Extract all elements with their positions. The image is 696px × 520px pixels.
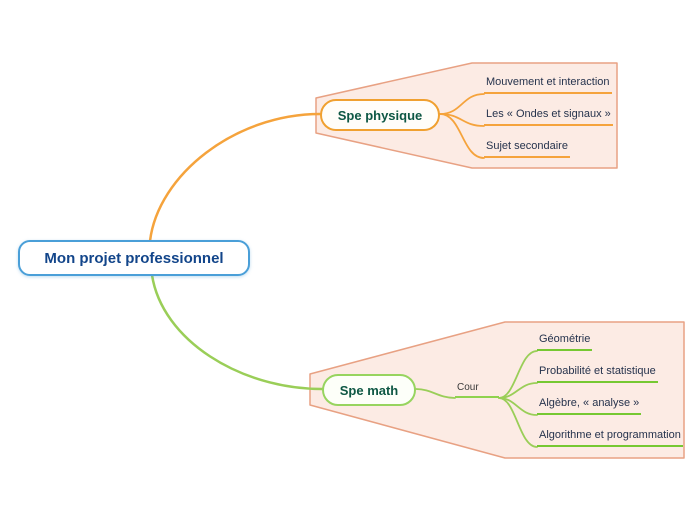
physique-boundary-shape [315,62,618,169]
leaf-label: Géométrie [539,333,591,345]
branch-node-spe-physique-label: Spe physique [337,107,423,123]
leaf-algebre-analyse[interactable]: Algèbre, « analyse » [537,396,642,415]
subtopic-cour[interactable]: Cour [455,382,499,398]
leaf-label: Algorithme et programmation [539,429,681,441]
leaf-ondes-et-signaux[interactable]: Les « Ondes et signaux » [484,107,613,126]
leaf-algorithme-et-programmation[interactable]: Algorithme et programmation [537,428,683,447]
branch-node-spe-math[interactable]: Spe math [322,374,416,406]
leaf-label: Probabilité et statistique [539,365,656,377]
leaf-label: Sujet secondaire [486,140,568,152]
leaf-sujet-secondaire[interactable]: Sujet secondaire [484,139,570,158]
subtopic-cour-label: Cour [457,382,479,393]
branch-node-spe-physique[interactable]: Spe physique [320,99,440,131]
branch-node-spe-math-label: Spe math [339,382,399,398]
leaf-probabilite-et-statistique[interactable]: Probabilité et statistique [537,364,658,383]
math-boundary-shape [309,321,685,459]
connector-math-cour [415,388,456,399]
connector-cour-child-3 [498,397,538,448]
leaf-label: Algèbre, « analyse » [539,397,640,409]
leaf-label: Les « Ondes et signaux » [486,108,611,120]
connector-root-math [150,273,324,391]
leaf-geometrie[interactable]: Géométrie [537,332,593,351]
leaf-label: Mouvement et interaction [486,76,610,88]
root-node-label: Mon projet professionnel [44,249,224,267]
leaf-mouvement-et-interaction[interactable]: Mouvement et interaction [484,75,612,94]
root-node[interactable]: Mon projet professionnel [18,240,250,276]
connector-root-physique [148,112,322,243]
connector-physique-child-2 [439,113,485,159]
